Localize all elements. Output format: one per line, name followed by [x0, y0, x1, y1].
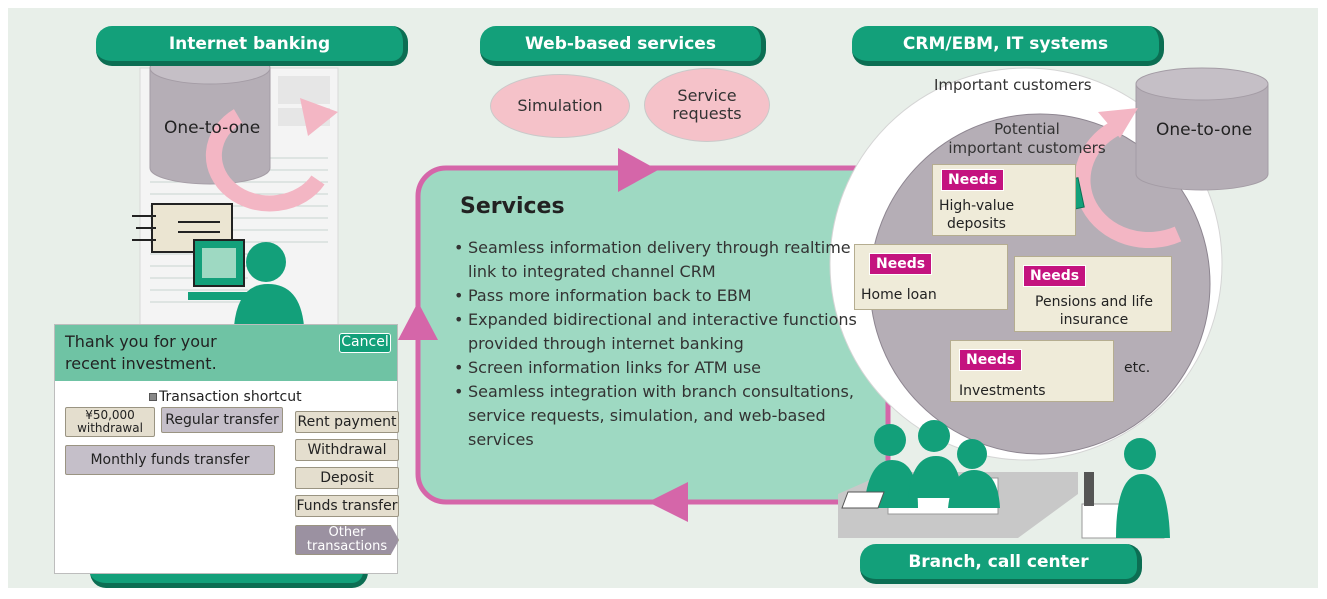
services-list: Seamless information delivery through re… — [454, 236, 874, 452]
branch-consultation-icon — [838, 420, 1170, 539]
home-loan-label: Home loan — [861, 287, 937, 303]
services-item: Seamless integration with branch consult… — [454, 380, 874, 452]
needs-card-pensions: Needs Pensions and life insurance — [1014, 256, 1172, 332]
services-title: Services — [460, 194, 565, 219]
withdrawal-50000-button[interactable]: ¥50,000 withdrawal — [65, 407, 155, 437]
checkbox-icon — [149, 393, 157, 401]
cycle-arrow-right — [1074, 108, 1182, 248]
other-line-1: Other — [328, 525, 366, 541]
service-requests-oval: Service requests — [644, 68, 770, 142]
services-item: Seamless information delivery through re… — [454, 236, 874, 284]
atm-greeting-line-2: recent investment. — [65, 354, 217, 373]
high-value-line-1: High-value — [939, 198, 1015, 214]
other-line-2: transactions — [306, 539, 388, 554]
needs-tag: Needs — [941, 169, 1005, 191]
atm-greeting-line-1: Thank you for your — [65, 332, 217, 351]
simulation-text: Simulation — [517, 95, 603, 115]
transaction-shortcut-text: Transaction shortcut — [159, 389, 302, 405]
needs-card-high-value-deposits: Needs High-value deposits — [932, 164, 1076, 236]
important-customers-label: Important customers — [934, 76, 1092, 94]
monthly-funds-transfer-button[interactable]: Monthly funds transfer — [65, 445, 275, 475]
etc-label: etc. — [1124, 360, 1151, 376]
deposit-button[interactable]: Deposit — [295, 467, 399, 489]
high-value-deposits-label: High-value deposits — [939, 197, 1014, 233]
funds-transfer-button[interactable]: Funds transfer — [295, 495, 399, 517]
internet-banking-label: Internet banking — [96, 26, 408, 66]
one-to-one-right-label: One-to-one — [1156, 120, 1253, 140]
needs-tag: Needs — [869, 253, 933, 275]
simulation-oval: Simulation — [490, 74, 630, 138]
cancel-button[interactable]: Cancel — [339, 333, 391, 353]
regular-transfer-button[interactable]: Regular transfer — [161, 407, 283, 433]
diagram-canvas: Internet banking Web-based services CRM/… — [8, 8, 1318, 588]
withdrawal-label: withdrawal — [77, 421, 143, 435]
needs-tag: Needs — [959, 349, 1023, 371]
needs-card-home-loan: Needs Home loan — [854, 244, 1008, 310]
potential-important-customers-label: Potential important customers — [942, 120, 1112, 158]
branch-call-center-label: Branch, call center — [860, 544, 1142, 584]
service-requests-line-1: Service — [677, 85, 737, 105]
services-item: Expanded bidirectional and interactive f… — [454, 308, 874, 356]
rent-payment-button[interactable]: Rent payment — [295, 411, 399, 433]
pensions-line-1: Pensions and life — [1035, 294, 1153, 310]
web-services-label: Web-based services — [480, 26, 766, 66]
high-value-line-2: deposits — [947, 216, 1006, 232]
pensions-line-2: insurance — [1059, 312, 1129, 328]
atm-greeting: Thank you for your recent investment. — [65, 331, 217, 375]
needs-card-investments: Needs Investments — [950, 340, 1114, 402]
other-transactions-button[interactable]: Other transactions — [295, 525, 399, 555]
investments-label: Investments — [959, 383, 1046, 399]
services-item: Screen information links for ATM use — [454, 356, 874, 380]
service-requests-line-2: requests — [672, 104, 742, 123]
crm-label: CRM/EBM, IT systems — [852, 26, 1164, 66]
transaction-shortcut-label: Transaction shortcut — [149, 389, 302, 405]
potential-line-2: important customers — [948, 139, 1106, 157]
one-to-one-left-label: One-to-one — [164, 118, 261, 138]
withdrawal-amount: ¥50,000 — [85, 408, 135, 423]
pensions-label: Pensions and life insurance — [1019, 293, 1169, 329]
services-item: Pass more information back to EBM — [454, 284, 874, 308]
cycle-arrow-left — [205, 98, 338, 212]
withdrawal-button[interactable]: Withdrawal — [295, 439, 399, 461]
potential-line-1: Potential — [994, 120, 1060, 138]
atm-screen: Thank you for your recent investment. Ca… — [54, 324, 399, 574]
person-at-computer-icon — [188, 239, 304, 326]
needs-tag: Needs — [1023, 265, 1087, 287]
database-cylinder-right — [1135, 67, 1269, 191]
